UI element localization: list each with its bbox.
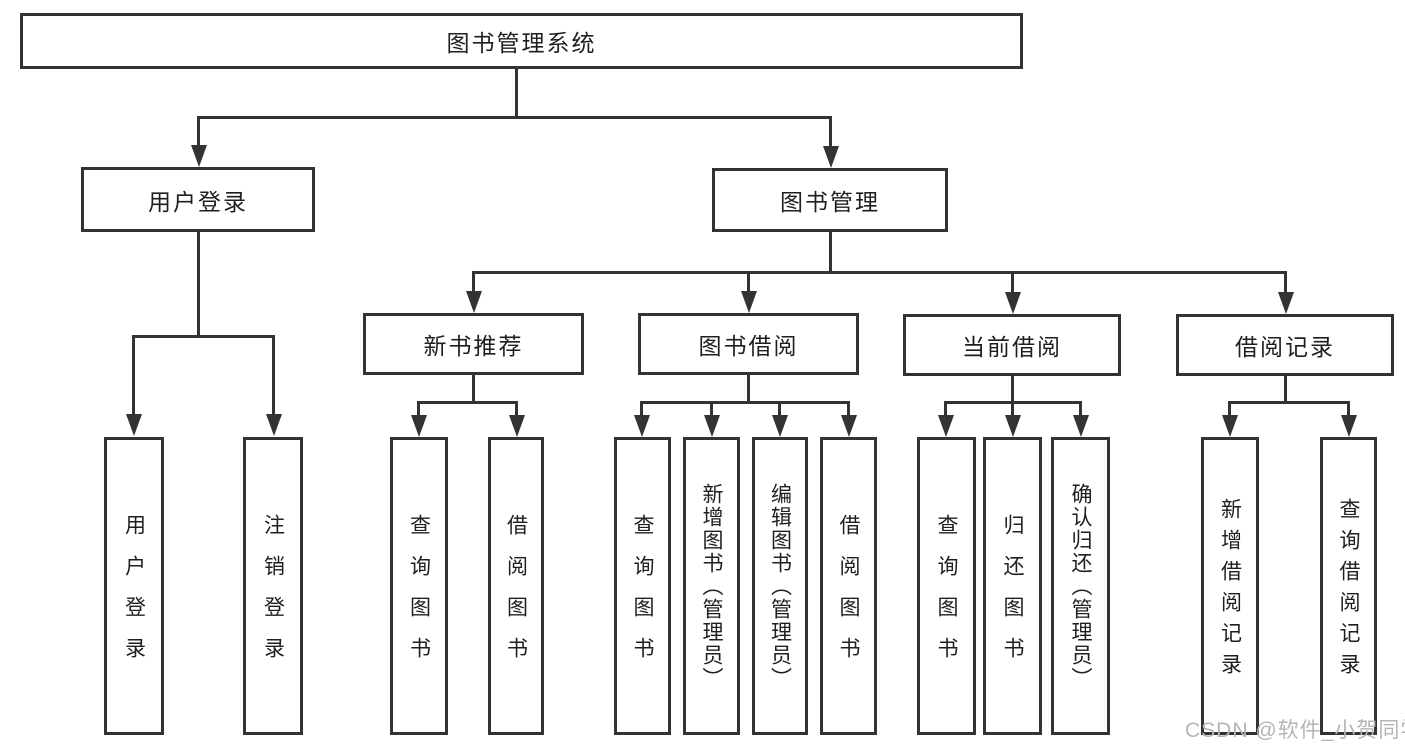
node-root: 图书管理系统 [20, 13, 1023, 69]
connector-line [197, 116, 832, 119]
arrowhead-icon [1073, 415, 1089, 437]
connector-line [417, 401, 420, 416]
arrowhead-icon [509, 415, 525, 437]
connector-line [1011, 376, 1014, 404]
connector-line [847, 401, 850, 416]
arrowhead-icon [126, 414, 142, 436]
arrowhead-icon [823, 146, 839, 168]
leaf-nb-borrow-book-label: 借阅图书 [504, 514, 528, 678]
leaf-user-login-label: 用户登录 [122, 514, 146, 678]
connector-line [710, 401, 713, 416]
node-book-management: 图书管理 [712, 168, 948, 232]
arrowhead-icon [704, 415, 720, 437]
arrowhead-icon [1222, 415, 1238, 437]
connector-line [778, 401, 781, 416]
connector-line [747, 375, 750, 404]
leaf-cb-return-book-label: 归还图书 [1001, 514, 1024, 678]
connector-line [272, 335, 275, 415]
leaf-bb-query-book: 查询图书 [614, 437, 671, 735]
leaf-bb-edit-book-admin-label: 编辑图书（管理员） [768, 482, 792, 690]
leaf-bb-edit-book-admin: 编辑图书（管理员） [752, 437, 808, 735]
node-user-login-label: 用户登录 [148, 188, 248, 215]
arrowhead-icon [411, 415, 427, 437]
leaf-bb-add-book-admin: 新增图书（管理员） [683, 437, 740, 735]
connector-line [1284, 271, 1287, 292]
node-new-book-recommend: 新书推荐 [363, 313, 584, 375]
arrowhead-icon [1005, 292, 1021, 314]
arrowhead-icon [938, 415, 954, 437]
node-book-borrow-label: 图书借阅 [698, 333, 799, 359]
arrowhead-icon [634, 415, 650, 437]
leaf-cb-query-book-label: 查询图书 [935, 514, 958, 678]
connector-line [132, 335, 135, 415]
arrowhead-icon [266, 414, 282, 436]
connector-line [197, 116, 200, 147]
arrowhead-icon [1278, 292, 1294, 314]
connector-line [197, 232, 200, 338]
leaf-br-query-record-label: 查询借阅记录 [1337, 498, 1360, 684]
arrowhead-icon [772, 415, 788, 437]
leaf-br-query-record: 查询借阅记录 [1320, 437, 1377, 735]
connector-line [1079, 401, 1082, 416]
arrowhead-icon [1341, 415, 1357, 437]
connector-line [515, 69, 518, 119]
node-borrow-record-label: 借阅记录 [1235, 334, 1335, 360]
leaf-cb-confirm-return-admin-label: 确认归还（管理员） [1069, 482, 1092, 690]
connector-line [1011, 401, 1014, 416]
connector-line [472, 271, 475, 292]
connector-line [1011, 271, 1014, 292]
node-borrow-record: 借阅记录 [1176, 314, 1394, 376]
leaf-nb-query-book-label: 查询图书 [407, 514, 431, 678]
connector-line [1228, 401, 1350, 404]
node-current-borrow-label: 当前借阅 [962, 334, 1062, 360]
node-book-borrow: 图书借阅 [638, 313, 859, 375]
leaf-bb-query-book-label: 查询图书 [631, 514, 654, 678]
connector-line [417, 401, 518, 404]
leaf-br-add-record: 新增借阅记录 [1201, 437, 1259, 735]
arrowhead-icon [1005, 415, 1021, 437]
connector-line [747, 271, 750, 292]
leaf-cb-query-book: 查询图书 [917, 437, 976, 735]
leaf-bb-borrow-book-label: 借阅图书 [837, 514, 860, 678]
connector-line [640, 401, 643, 416]
leaf-logout: 注销登录 [243, 437, 303, 735]
node-user-login: 用户登录 [81, 167, 315, 232]
leaf-nb-query-book: 查询图书 [390, 437, 448, 735]
arrowhead-icon [841, 415, 857, 437]
node-new-book-recommend-label: 新书推荐 [423, 333, 524, 359]
connector-line [1228, 401, 1231, 416]
leaf-nb-borrow-book: 借阅图书 [488, 437, 544, 735]
leaf-cb-confirm-return-admin: 确认归还（管理员） [1051, 437, 1110, 735]
leaf-logout-label: 注销登录 [261, 514, 285, 678]
node-root-label: 图书管理系统 [446, 30, 597, 56]
arrowhead-icon [191, 145, 207, 167]
connector-line [829, 116, 832, 147]
connector-line [472, 375, 475, 404]
leaf-user-login: 用户登录 [104, 437, 164, 735]
connector-line [944, 401, 947, 416]
node-book-management-label: 图书管理 [780, 189, 880, 215]
connector-line [132, 335, 275, 338]
connector-line [472, 271, 1286, 274]
leaf-bb-borrow-book: 借阅图书 [820, 437, 877, 735]
connector-line [640, 401, 850, 404]
csdn-watermark: CSDN @软件_小贺同学 [1185, 719, 1405, 742]
leaf-bb-add-book-admin-label: 新增图书（管理员） [700, 482, 723, 690]
node-current-borrow: 当前借阅 [903, 314, 1121, 376]
arrowhead-icon [741, 291, 757, 313]
connector-line [515, 401, 518, 416]
connector-line [1347, 401, 1350, 416]
connector-line [829, 232, 832, 274]
arrowhead-icon [466, 291, 482, 313]
connector-line [1284, 376, 1287, 404]
leaf-br-add-record-label: 新增借阅记录 [1218, 498, 1242, 684]
leaf-cb-return-book: 归还图书 [983, 437, 1042, 735]
